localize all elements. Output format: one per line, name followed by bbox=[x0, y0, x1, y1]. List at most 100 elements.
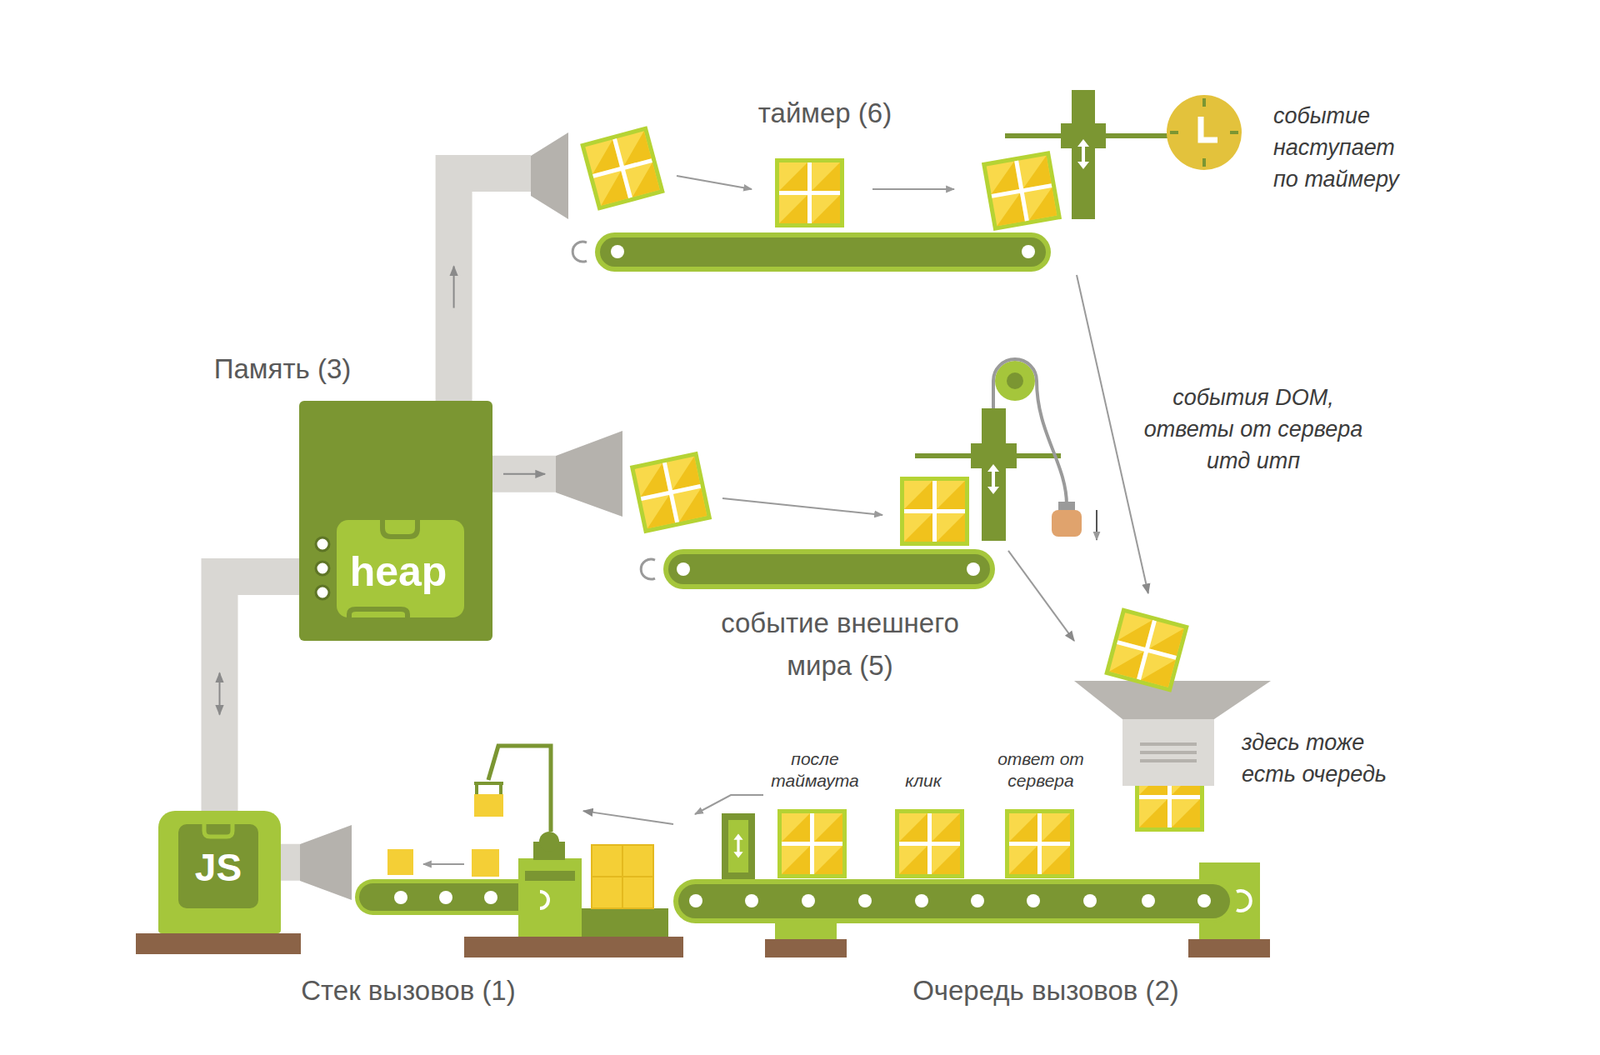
call-stack-conveyor-art bbox=[591, 845, 623, 877]
pipe-connector bbox=[220, 576, 300, 811]
call-stack-conveyor-art bbox=[518, 858, 582, 937]
call-stack-conveyor-art bbox=[474, 794, 504, 817]
call-queue-conveyor-art bbox=[689, 894, 703, 908]
heap-chip-art bbox=[315, 585, 330, 600]
call-stack-conveyor-art bbox=[135, 933, 301, 955]
js-chip-art bbox=[204, 824, 233, 837]
section-heading: Стек вызовов (1) bbox=[300, 975, 515, 1007]
connector bbox=[454, 173, 531, 401]
heap-chip-art bbox=[349, 609, 408, 618]
call-queue-conveyor-art bbox=[673, 879, 1235, 924]
heap-chip-art bbox=[315, 561, 330, 575]
external-event-conveyor-art bbox=[1095, 510, 1098, 540]
call-stack-conveyor-art bbox=[394, 890, 408, 905]
timer-conveyor-art bbox=[775, 158, 845, 228]
call-stack-conveyor-art bbox=[525, 870, 575, 881]
call-queue-conveyor-art bbox=[1197, 894, 1211, 908]
external-event-conveyor-art bbox=[993, 359, 1067, 505]
flow-arrow bbox=[1008, 550, 1075, 641]
item-label: клик bbox=[901, 770, 945, 792]
call-stack-conveyor-art bbox=[540, 891, 549, 909]
connector bbox=[280, 861, 300, 863]
external-event-conveyor-art bbox=[1006, 372, 1024, 390]
call-stack-conveyor-art bbox=[581, 908, 669, 937]
call-queue-conveyor-art bbox=[1141, 894, 1155, 908]
call-queue-conveyor-art bbox=[858, 894, 872, 908]
call-queue-conveyor-art bbox=[777, 809, 847, 879]
heap-chip-art bbox=[315, 537, 330, 551]
external-event-conveyor-art bbox=[1005, 443, 1017, 469]
timer-conveyor-art bbox=[600, 237, 1046, 267]
heap-chip-art bbox=[382, 520, 418, 537]
flow-arrow bbox=[583, 810, 674, 825]
call-queue-conveyor-art bbox=[728, 820, 749, 873]
call-stack-conveyor-art bbox=[439, 890, 453, 905]
section-heading: Память (3) bbox=[214, 353, 351, 385]
call-stack-conveyor-art bbox=[622, 845, 654, 877]
call-stack-conveyor-art bbox=[359, 883, 532, 911]
section-heading: Очередь вызовов (2) bbox=[912, 975, 1180, 1007]
pipe-connector bbox=[454, 173, 531, 401]
js-engine-box: JS bbox=[158, 810, 281, 934]
queue-funnel-art bbox=[1074, 607, 1271, 832]
call-queue-conveyor-art bbox=[765, 939, 847, 958]
call-queue-conveyor-art bbox=[745, 894, 759, 908]
queue-funnel-art bbox=[1122, 719, 1215, 786]
heap-chip-art bbox=[336, 520, 465, 618]
timer-conveyor-art bbox=[530, 132, 569, 220]
queue-funnel: здесь тоже есть очередь bbox=[1074, 593, 1394, 834]
queue-funnel-art bbox=[1104, 607, 1190, 693]
external-event-conveyor-art bbox=[995, 360, 1035, 401]
timer-conveyor-art bbox=[530, 90, 1242, 272]
timer-conveyor-art bbox=[1166, 95, 1242, 170]
timer-conveyor-art bbox=[1170, 98, 1239, 167]
external-event-conveyor-art bbox=[676, 562, 690, 576]
box-label: heap bbox=[350, 548, 448, 595]
pipe-connector bbox=[492, 455, 556, 493]
call-stack-conveyor: Стек вызовов (1) bbox=[300, 733, 584, 1013]
external-event-conveyor-art bbox=[722, 498, 883, 515]
flow-arrow bbox=[503, 473, 545, 475]
section-heading: таймер (6) bbox=[758, 97, 892, 130]
call-stack-conveyor-art bbox=[355, 879, 536, 915]
external-event-conveyor-art bbox=[966, 562, 980, 576]
connector bbox=[492, 473, 556, 475]
external-event-conveyor-art bbox=[987, 464, 1000, 495]
call-queue-conveyor-art bbox=[915, 894, 929, 908]
call-queue-conveyor: Очередь вызовов (2) bbox=[673, 800, 1260, 1013]
item-label: ответ от сервера bbox=[991, 748, 1090, 792]
external-event-conveyor-art bbox=[640, 559, 655, 580]
timer-conveyor-art bbox=[1060, 123, 1072, 149]
timer-conveyor-art bbox=[1071, 90, 1095, 220]
call-queue-conveyor-art bbox=[1026, 894, 1040, 908]
item-label: после таймаута bbox=[765, 748, 865, 792]
call-stack-conveyor-art bbox=[300, 825, 352, 900]
timer-conveyor-art bbox=[872, 188, 955, 190]
call-queue-conveyor-art bbox=[721, 813, 755, 880]
box-label: JS bbox=[195, 845, 242, 890]
heap-box: Память (3)heap bbox=[299, 400, 493, 641]
call-stack-conveyor-art bbox=[539, 831, 560, 852]
call-queue-conveyor-art bbox=[801, 894, 815, 908]
timer-conveyor-art bbox=[572, 241, 587, 262]
external-event-conveyor-art bbox=[970, 443, 982, 469]
timer-conveyor-art bbox=[580, 125, 665, 211]
call-stack-conveyor-art bbox=[387, 849, 414, 875]
call-stack-conveyor-art bbox=[488, 745, 551, 832]
call-stack-conveyor-art bbox=[474, 781, 504, 795]
external-event-conveyor: событие внешнего мира (5) bbox=[555, 391, 1009, 696]
call-queue-conveyor-art bbox=[673, 795, 1270, 958]
timer-conveyor-art bbox=[981, 150, 1062, 231]
timer-conveyor-art bbox=[1095, 123, 1106, 149]
call-queue-conveyor-art bbox=[1005, 809, 1075, 879]
timer-conveyor-art bbox=[1077, 139, 1090, 170]
call-queue-conveyor-art bbox=[895, 809, 965, 879]
external-event-conveyor-art bbox=[630, 451, 712, 534]
external-event-conveyor-art bbox=[663, 549, 995, 590]
timer-conveyor-art bbox=[595, 232, 1051, 272]
timer-conveyor: таймер (6) bbox=[530, 83, 1100, 275]
external-event-conveyor-art bbox=[1051, 510, 1082, 537]
call-stack-conveyor-art bbox=[423, 863, 465, 865]
external-event-conveyor-art bbox=[555, 430, 623, 517]
